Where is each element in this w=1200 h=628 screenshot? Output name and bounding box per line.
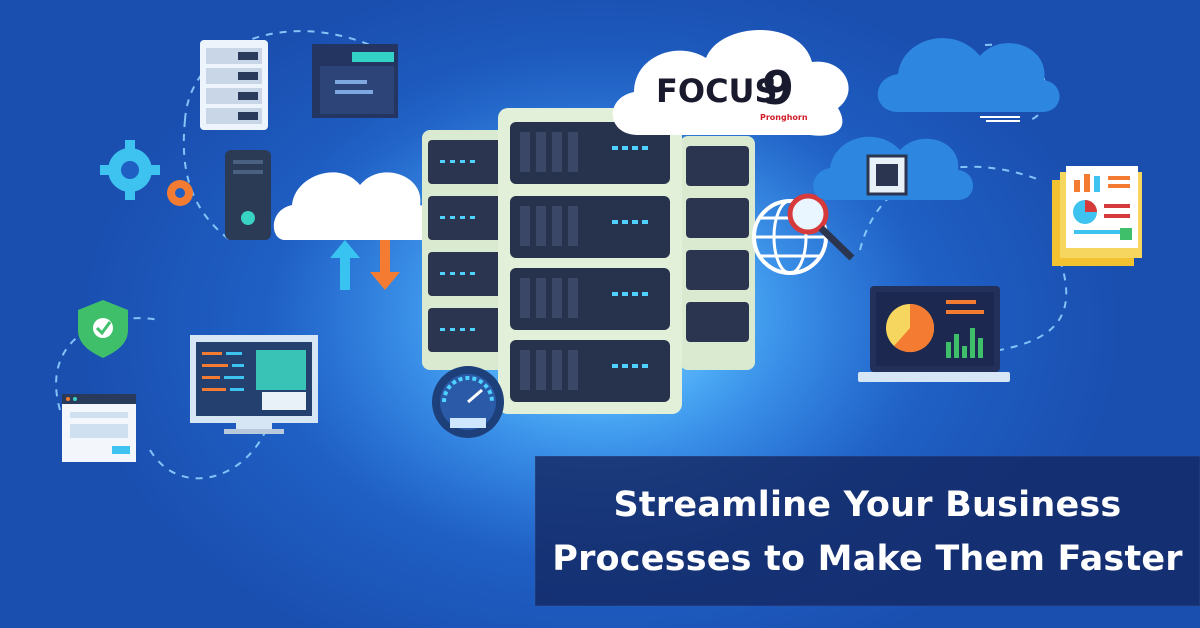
cloud-upload-download-icon bbox=[273, 172, 435, 290]
headline-panel: Streamline Your Business Processes to Ma… bbox=[535, 456, 1200, 606]
logo-number: 9 bbox=[762, 61, 794, 115]
headline-line-1: Streamline Your Business bbox=[613, 485, 1122, 525]
folder-icon bbox=[312, 44, 398, 118]
gear-icon bbox=[100, 140, 193, 206]
globe-search-icon bbox=[752, 193, 855, 275]
headline: Streamline Your Business Processes to Ma… bbox=[535, 478, 1200, 586]
server-stack bbox=[422, 108, 755, 414]
monitor-code-icon bbox=[190, 335, 318, 434]
headline-line-2: Processes to Make Them Faster bbox=[552, 539, 1183, 579]
logo-subtitle: Pronghorn bbox=[760, 113, 808, 122]
report-documents-icon bbox=[1052, 166, 1142, 266]
browser-window-icon bbox=[62, 394, 136, 462]
cloud-chip-icon bbox=[813, 136, 973, 200]
laptop-dashboard-icon bbox=[858, 286, 1010, 382]
computer-tower-icon bbox=[225, 150, 271, 240]
speedometer-icon bbox=[432, 366, 504, 438]
cloud-icon bbox=[877, 38, 1060, 122]
logo-word: FOCUS bbox=[656, 72, 778, 110]
server-rack-icon bbox=[200, 40, 268, 130]
brand-logo: FOCUS 9 Pronghorn bbox=[612, 30, 849, 136]
security-shield-icon bbox=[78, 300, 128, 358]
